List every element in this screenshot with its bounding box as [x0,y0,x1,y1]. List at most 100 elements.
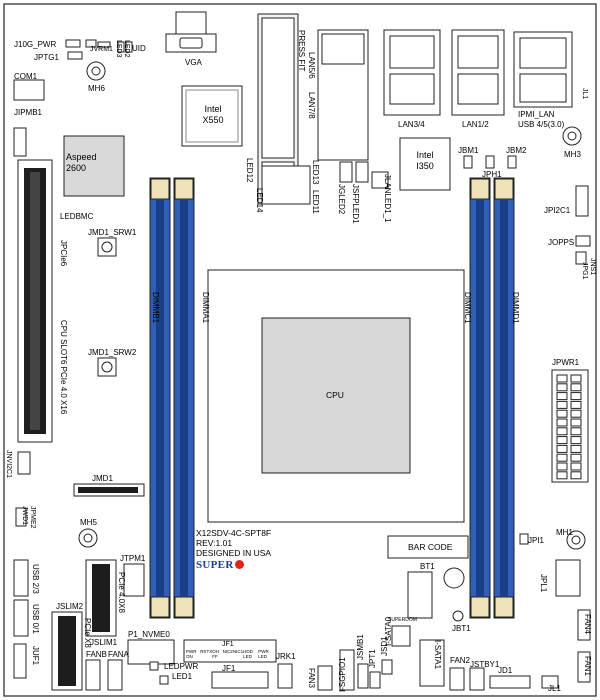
label-vga: VGA [185,58,202,67]
jpwr1-pin [556,436,568,445]
label-fan4: FAN4 [583,614,592,635]
jtpm1-header [123,563,145,597]
mounting-hole-mh6 [86,61,106,81]
jph1-header [485,155,495,169]
jf1-pin-nic2: NIC2 [222,649,233,654]
ipmi-lan-usb-stack [513,31,573,108]
label-led12: LED12 [245,158,254,183]
jpwr1-pin [556,383,568,392]
label-jsfpled1: JSFPLED1 [351,184,360,224]
dimm-latch [470,178,490,200]
led-cluster [261,165,311,205]
jns1-header [575,251,587,265]
dimm-latch [494,596,514,618]
label-jsmb1: JSMB1 [356,634,365,660]
jipmb1-header [13,127,27,157]
label-jbm1: JBM1 [458,146,479,155]
dimm-latch [470,596,490,618]
label-jbm2: JBM2 [506,146,527,155]
label-jns1: JNS1 [589,258,596,276]
label-ledbmc: LEDBMC [60,212,94,221]
aspeed-label: Aspeed 2600 [66,152,97,173]
label-jslim1: JSLIM1 [90,638,118,647]
vga-connector [165,11,217,53]
aspeed-chip [63,135,125,197]
label-jd1: JD1 [498,666,513,675]
p1-nvme0-connector [127,639,175,665]
jf1-pin-nic1: NIC1 [232,649,244,654]
x550-label: Intel X550 [202,104,224,125]
label-jpi2c1: JPI2C1 [544,206,571,215]
fanb-header [85,659,101,691]
dimm-slot-d1 [493,177,515,619]
dimm-slot-c1 [469,177,491,619]
label-jrk1: JRK1 [276,652,296,661]
dimm-latch [150,596,170,618]
label-dimmc1: DIMMC1 [463,292,472,324]
mounting-hole-mh3 [562,126,582,146]
jf1-pin-pwrled: PWR LED [258,649,269,659]
jf1-pin-rst: RST [200,649,210,654]
fan1-header [577,651,591,683]
jpwr1-pin [570,462,582,471]
jpwr1-pin [556,418,568,427]
label-bt1: BT1 [420,562,435,571]
jpwr1-pin [556,409,568,418]
label-usb23: USB 2/3 [31,564,40,594]
jopps-header [575,235,591,247]
label-lan78: LAN7/8 [307,92,316,119]
jslim2-connector [51,611,83,691]
label-jwd1: JWD1 [21,506,28,526]
dimm-latch [174,596,194,618]
label-juf1: JUF1 [31,646,40,666]
jpwr1-pin [556,400,568,409]
label-jpt1: JPT1 [368,649,377,668]
jpwr1-pin [556,374,568,383]
jbm2-header [507,155,517,169]
jpwr1-pin [570,444,582,453]
lan34-rj45 [383,29,441,116]
label-mh6: MH6 [88,84,105,93]
label-ledpwr: LEDPWR [164,662,199,671]
label-usb45: USB 4/5(3.0) [518,120,565,129]
jpme2-header [15,507,27,527]
cpu-label: CPU [326,390,344,400]
jbt1-jumper [452,610,464,622]
jbm1-header [463,155,473,169]
fan4-header [577,609,591,641]
jlanled1-header [371,171,389,189]
jmd1-m2-slot [73,483,145,497]
label-com1: COM1 [14,72,38,81]
dimm-latch [174,178,194,200]
dimm-latch [494,178,514,200]
label-p1-nvme0: P1_NVME0 [128,630,170,639]
label-jph1: JPH1 [482,170,502,179]
i350-label: Intel I350 [416,150,434,171]
label-dimmd1: DIMMD1 [511,292,520,324]
label-jmd1-srw2: JMD1_SRW2 [88,348,137,357]
label-fanb: FANB [86,650,107,659]
jstby1-header [469,667,485,691]
jpwr1-pin [570,374,582,383]
i-sata1-connector [419,639,445,687]
label-led3: LED3 [115,40,122,58]
intel-i350-chip [399,137,451,191]
jf1-pin-oh: OH FF [212,649,219,659]
jf1-header [211,671,269,689]
label-jslim2: JSLIM2 [56,602,84,611]
mounting-hole-mh1 [566,530,586,550]
label-lan34: LAN3/4 [398,120,425,129]
label-led1: LED1 [172,672,193,681]
superdom-connector [391,625,411,647]
label-fan2: FAN2 [450,656,471,665]
jnvi2c1-header [17,451,31,475]
j10g-pwr-header [65,39,111,60]
label-jmd1: JMD1 [92,474,113,483]
jpwr1-connector [551,369,589,483]
jpwr1-pin [556,462,568,471]
jpwr1-pin [570,383,582,392]
jpwr1-pin [556,444,568,453]
jpwr1-pin [570,392,582,401]
jpwr1-pin [570,427,582,436]
pcie-x16-slot [17,159,53,443]
